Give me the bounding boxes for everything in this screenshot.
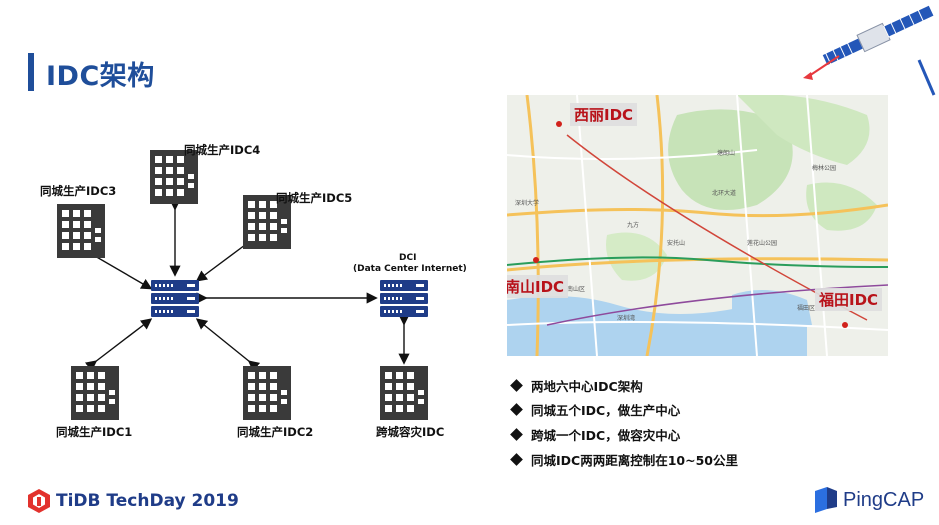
- list-item: 同城五个IDC，做生产中心: [508, 398, 738, 423]
- tidb-techday-logo: TiDB TechDay 2019: [28, 489, 239, 513]
- map-place-label: 安托山: [667, 239, 685, 247]
- pingcap-logo-icon: [815, 487, 837, 513]
- label-disaster: 跨城容灾IDC: [376, 425, 445, 439]
- label-idc2: 同城生产IDC2: [237, 425, 314, 439]
- pingcap-logo: PingCAP: [815, 487, 924, 513]
- list-item: 跨城一个IDC，做容灾中心: [508, 422, 738, 447]
- map-place-label: 深圳湾: [617, 314, 635, 322]
- shenzhen-map: 深圳大学 九方 南山区 北环大道 深圳湾 福田区 莲花山公园 梅林公园 塘朗山 …: [507, 95, 888, 356]
- map-place-label: 南山区: [567, 285, 585, 293]
- tidb-logo-icon: [28, 489, 50, 513]
- map-place-label: 福田区: [797, 304, 815, 312]
- map-place-label: 塘朗山: [717, 149, 735, 157]
- list-item: 两地六中心IDC架构: [508, 373, 738, 398]
- map-place-label: 深圳大学: [515, 199, 539, 207]
- title-accent-bar: [28, 53, 34, 91]
- map-place-label: 北环大道: [712, 189, 736, 197]
- core-server-icon: [151, 280, 199, 317]
- label-idc4: 同城生产IDC4: [184, 143, 261, 157]
- page-title: IDC架构: [46, 61, 155, 92]
- map-place-label: 九方: [627, 221, 639, 229]
- map-graphic: 深圳大学 九方 南山区 北环大道 深圳湾 福田区 莲花山公园 梅林公园 塘朗山 …: [507, 95, 888, 356]
- map-place-label: 莲花山公园: [747, 239, 777, 247]
- map-tag-xili: 西丽IDC: [570, 103, 638, 126]
- link-idc1: [84, 318, 153, 372]
- diamond-bullet-icon: [510, 378, 523, 392]
- building-disaster-icon: [380, 366, 428, 420]
- label-idc5: 同城生产IDC5: [276, 191, 353, 205]
- link-idc5: [195, 235, 256, 282]
- label-dci-subtitle: (Data Center Internet): [353, 264, 467, 274]
- label-idc1: 同城生产IDC1: [56, 425, 133, 439]
- map-tag-nanshan: 南山IDC: [507, 275, 569, 298]
- event-name: TiDB TechDay 2019: [56, 491, 239, 511]
- satellite-illustration: [803, 4, 936, 96]
- building-idc2-icon: [243, 366, 291, 420]
- label-dci-title: DCI: [399, 253, 417, 263]
- brand-name: PingCAP: [843, 488, 925, 511]
- building-idc3-icon: [57, 204, 105, 258]
- map-place-label: 梅林公园: [812, 164, 836, 172]
- building-idc1-icon: [71, 366, 119, 420]
- link-idc2: [195, 318, 261, 372]
- link-idc3: [77, 242, 153, 290]
- list-item: 同城IDC两两距离控制在10~50公里: [508, 447, 738, 472]
- idc-topology-diagram: [57, 150, 428, 420]
- feature-list: 两地六中心IDC架构 同城五个IDC，做生产中心 跨城一个IDC，做容灾中心 同…: [508, 373, 738, 471]
- map-tag-futian: 福田IDC: [815, 288, 883, 311]
- building-idc4-icon: [150, 150, 198, 204]
- diamond-bullet-icon: [510, 452, 523, 466]
- label-idc3: 同城生产IDC3: [40, 184, 117, 198]
- diamond-bullet-icon: [510, 428, 523, 441]
- diamond-bullet-icon: [510, 403, 523, 417]
- dci-server-icon: [380, 280, 428, 317]
